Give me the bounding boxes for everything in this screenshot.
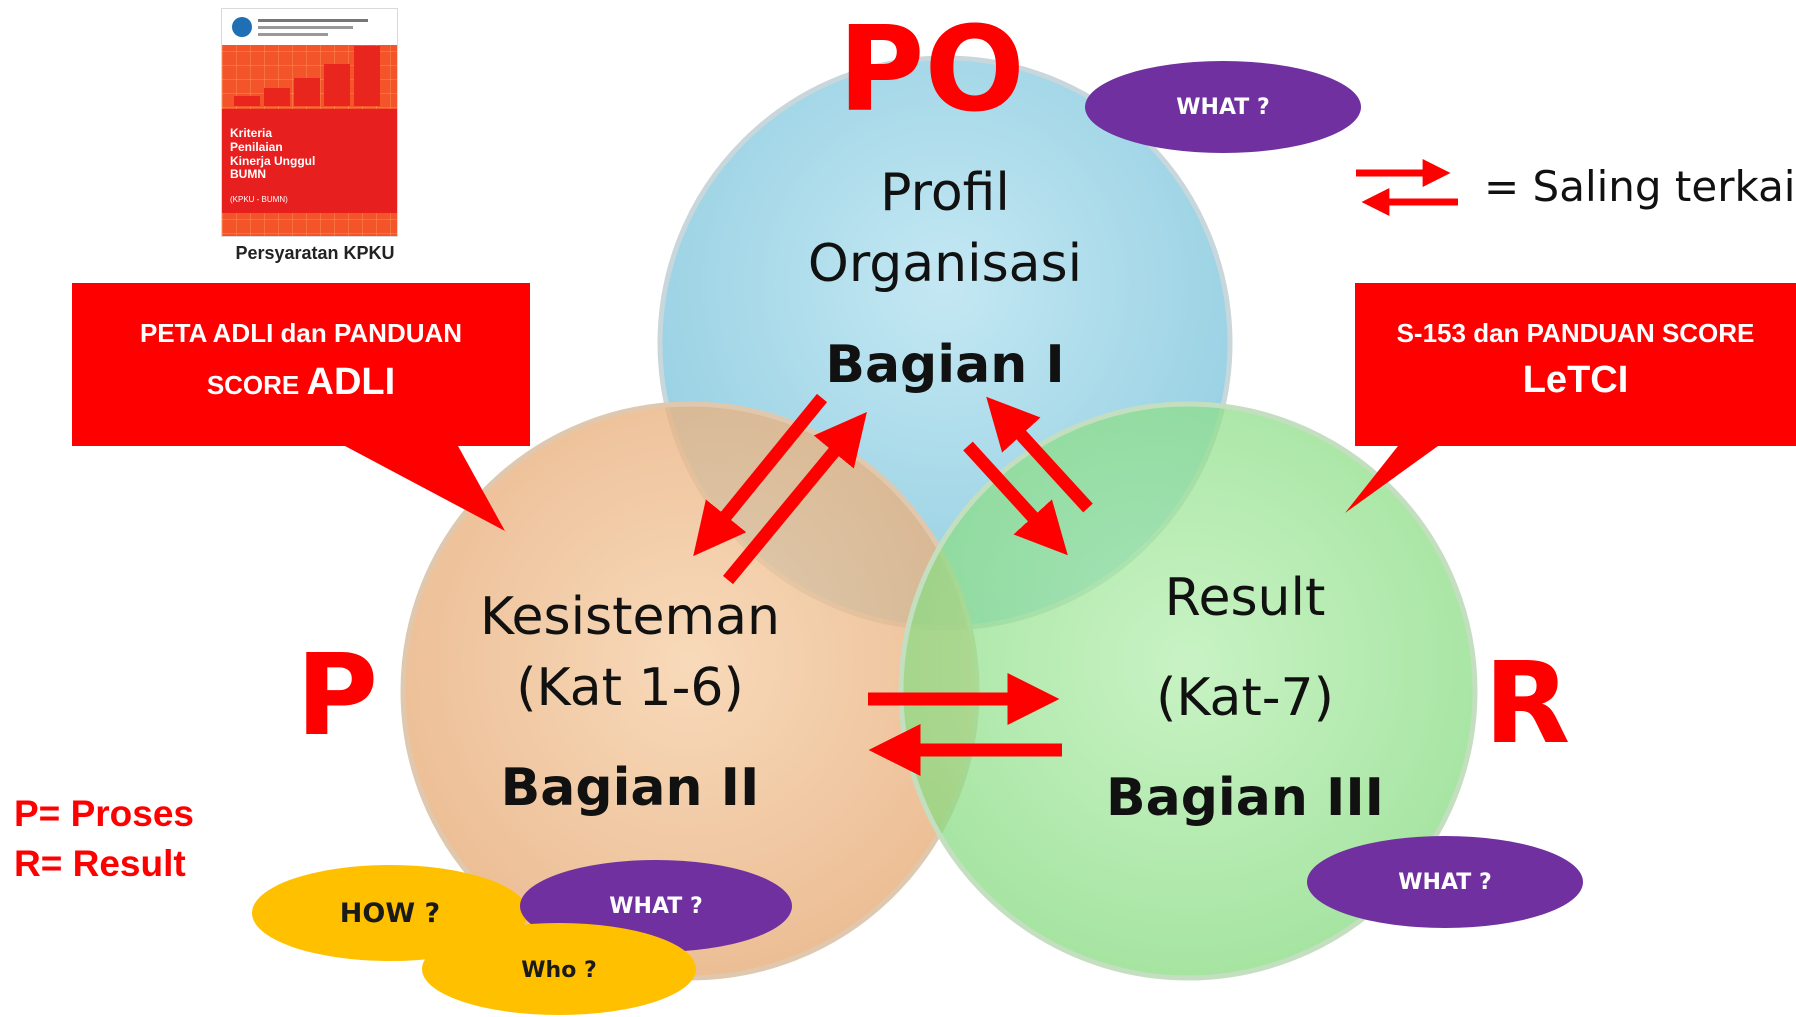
callout-left-text: PETA ADLI dan PANDUAN SCORE ADLI [72, 316, 530, 408]
result-part: Bagian III [1105, 768, 1385, 828]
arrow-profil-to-kesisteman [693, 393, 828, 557]
arrow-kesisteman-to-profil [722, 411, 867, 585]
bubble-what-right-text: WHAT ? [1398, 870, 1492, 895]
bubble-what-left-text: WHAT ? [609, 894, 703, 919]
legend-saling-terkait: = Saling terkait [1484, 162, 1796, 211]
bubble-how-text: HOW ? [339, 898, 441, 929]
kesisteman-part: Bagian II [500, 758, 760, 818]
arrow-profil-to-result [963, 441, 1068, 556]
result-line1: Result [1164, 568, 1326, 628]
callout-right-box [1345, 283, 1796, 513]
book-caption: Persyaratan KPKU [235, 243, 395, 263]
bubble-what-top [1085, 61, 1361, 153]
result-line2: (Kat-7) [1156, 668, 1334, 728]
cover-band [222, 109, 397, 213]
callout-left-adli: ADLI [306, 361, 396, 404]
profil-line1: Profil [880, 163, 1010, 223]
callout-left-box [72, 283, 530, 531]
bubble-who-text: Who ? [521, 958, 597, 983]
profil-part: Bagian I [825, 335, 1065, 395]
book-cover-image: Kriteria Penilaian Kinerja Unggul BUMN (… [221, 8, 398, 237]
callout-right-text: S-153 dan PANDUAN SCORE LeTCI [1355, 316, 1796, 406]
arrow-result-to-profil [986, 396, 1093, 513]
callout-left-line2: SCORE ADLI [72, 357, 530, 408]
bubble-what-right [1307, 836, 1583, 928]
letter-r: R [1484, 639, 1571, 769]
cover-subtitle: (KPKU - BUMN) [230, 195, 288, 204]
profil-line2: Organisasi [807, 234, 1083, 294]
callout-left-line1: PETA ADLI dan PANDUAN [139, 318, 463, 348]
bubble-what-top-text: WHAT ? [1176, 95, 1270, 120]
letter-po: PO [838, 0, 1025, 138]
legend-result: R= Result [14, 843, 186, 884]
cover-title: Kriteria Penilaian Kinerja Unggul BUMN [230, 126, 316, 182]
kesisteman-line2: (Kat 1-6) [516, 658, 744, 718]
cover-logo-header [222, 9, 397, 45]
letter-p: P [296, 631, 379, 761]
callout-right-letci: LeTCI [1522, 359, 1629, 402]
kesisteman-line1: Kesisteman [480, 587, 780, 647]
callout-left-score: SCORE [206, 370, 300, 401]
bubble-how [252, 865, 528, 961]
legend-proses: P= Proses [14, 793, 194, 834]
bubble-who [422, 923, 696, 1015]
callout-right-line1: S-153 dan PANDUAN SCORE [1396, 318, 1755, 348]
